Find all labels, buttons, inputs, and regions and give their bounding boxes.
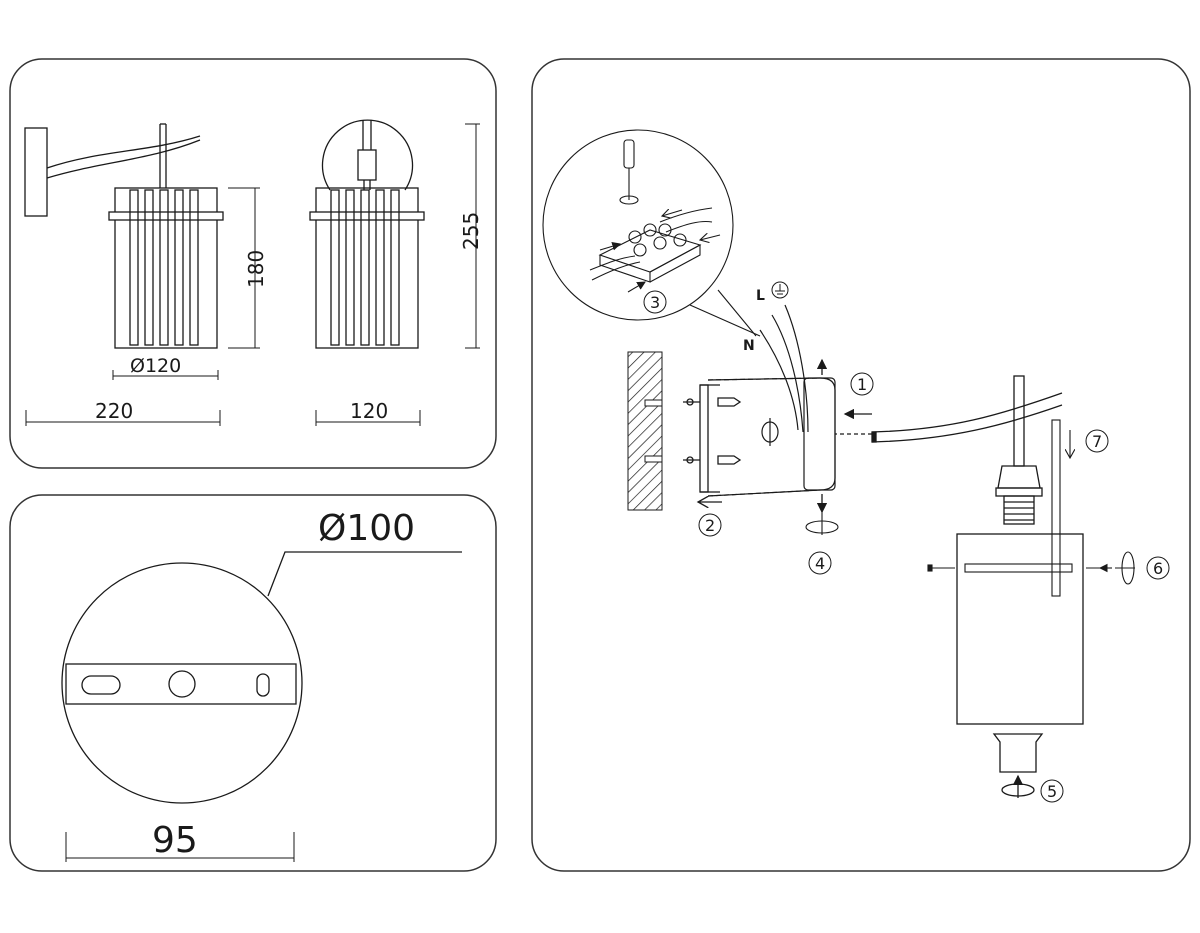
canopy-leader [267,551,462,597]
side-view [24,123,224,349]
shade-pin-screws [927,551,1135,585]
label-shade-height: 180 [244,250,268,288]
dim-shade-height [228,187,260,349]
label-mount-spacing: 95 [152,820,198,861]
label-live-wire: L [756,288,765,304]
lamp-arm [871,375,1063,467]
dim-front-width [315,410,421,426]
front-arm-loop [321,119,414,191]
label-neutral-wire: N [743,338,755,354]
svg-text:7: 7 [1092,432,1102,451]
panel-canopy [9,494,497,872]
dim-total-height [465,123,480,349]
bottom-ring [992,733,1044,798]
terminal-block-detail [542,129,761,337]
dim-mount-spacing [65,832,295,862]
svg-text:4: 4 [815,554,825,573]
shade-bars [129,189,199,346]
canopy-circle [61,562,303,804]
panel-assembly [531,58,1191,872]
step-6-badge: 6 [1146,556,1170,580]
label-shade-diameter: Ø120 [130,355,181,377]
shade-pin [964,563,1073,573]
rotate-arrow-icon [619,195,639,205]
label-canopy-diameter: Ø100 [318,508,415,549]
front-view [309,119,425,349]
svg-text:5: 5 [1047,782,1057,801]
lamp-shade [956,533,1084,725]
rotate-icon-step4 [805,512,839,535]
svg-text:2: 2 [705,516,715,535]
mounting-bar [65,663,297,705]
panel-dimensions [9,58,497,469]
step-3-badge: 3 [643,290,667,314]
ground-icon [771,281,789,299]
step-7-badge: 7 [1085,429,1109,453]
step-2-badge: 2 [698,513,722,537]
mounting-bracket [683,384,742,493]
svg-text:3: 3 [650,293,660,312]
side-slot [256,673,270,697]
curved-arm [46,135,201,169]
wall-plate [24,127,48,217]
canopy-plate [61,551,462,804]
svg-text:6: 6 [1153,559,1163,578]
center-hole [168,670,196,698]
shade-side [114,187,218,349]
supply-wires [759,304,809,433]
lamp-socket [995,465,1043,525]
dim-shade-diameter [112,370,219,380]
step-4-badge: 4 [808,551,832,575]
canopy-box [707,377,836,497]
screwdriver-icon [623,139,635,169]
shade-front [315,187,419,349]
shade-bar [1051,419,1061,597]
step-1-badge: 1 [850,372,874,396]
label-front-width: 120 [350,399,388,423]
label-wall-projection: 220 [95,399,133,423]
dim-wall-projection [25,410,221,426]
assembly-arrows [698,358,872,514]
svg-text:1: 1 [857,375,867,394]
label-total-height: 255 [459,212,483,250]
slot-hole [81,675,121,695]
wall-hatch [627,351,663,511]
step-5-badge: 5 [1040,779,1064,803]
